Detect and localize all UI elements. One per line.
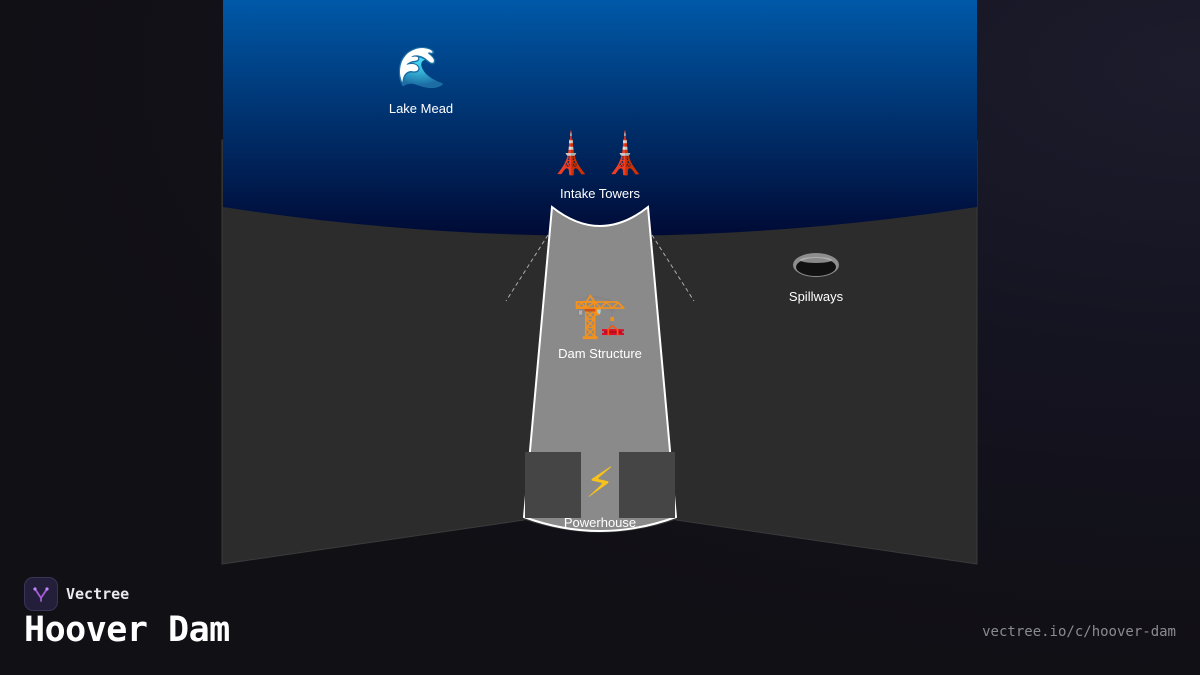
wave-icon: 🌊 — [396, 45, 446, 91]
powerhouse-block-right — [619, 452, 675, 518]
dam-body — [522, 205, 678, 532]
page-title: Hoover Dam — [24, 610, 230, 650]
reservoir-water — [223, 0, 977, 236]
vectree-logo-icon — [24, 577, 58, 611]
powerhouse-block-left — [525, 452, 581, 518]
spillway-icon — [793, 253, 839, 277]
lightning-icon: ⚡ — [585, 458, 615, 507]
brand-name: Vectree — [66, 585, 130, 603]
tower-icon: 🗼🗼 — [546, 131, 654, 177]
dam-structure-label: Dam Structure — [558, 346, 642, 361]
lake-mead-label: Lake Mead — [388, 101, 454, 116]
brand: Vectree — [24, 577, 129, 611]
flow-line-right — [651, 234, 695, 302]
construction-crane-icon: 🏗️ — [572, 290, 628, 341]
source-url[interactable]: vectree.io/c/hoover-dam — [982, 624, 1176, 640]
flow-line-left — [505, 234, 549, 302]
spillways-label: Spillways — [788, 289, 844, 304]
powerhouse-label: Powerhouse — [563, 515, 637, 530]
intake-towers-label: Intake Towers — [560, 186, 640, 201]
